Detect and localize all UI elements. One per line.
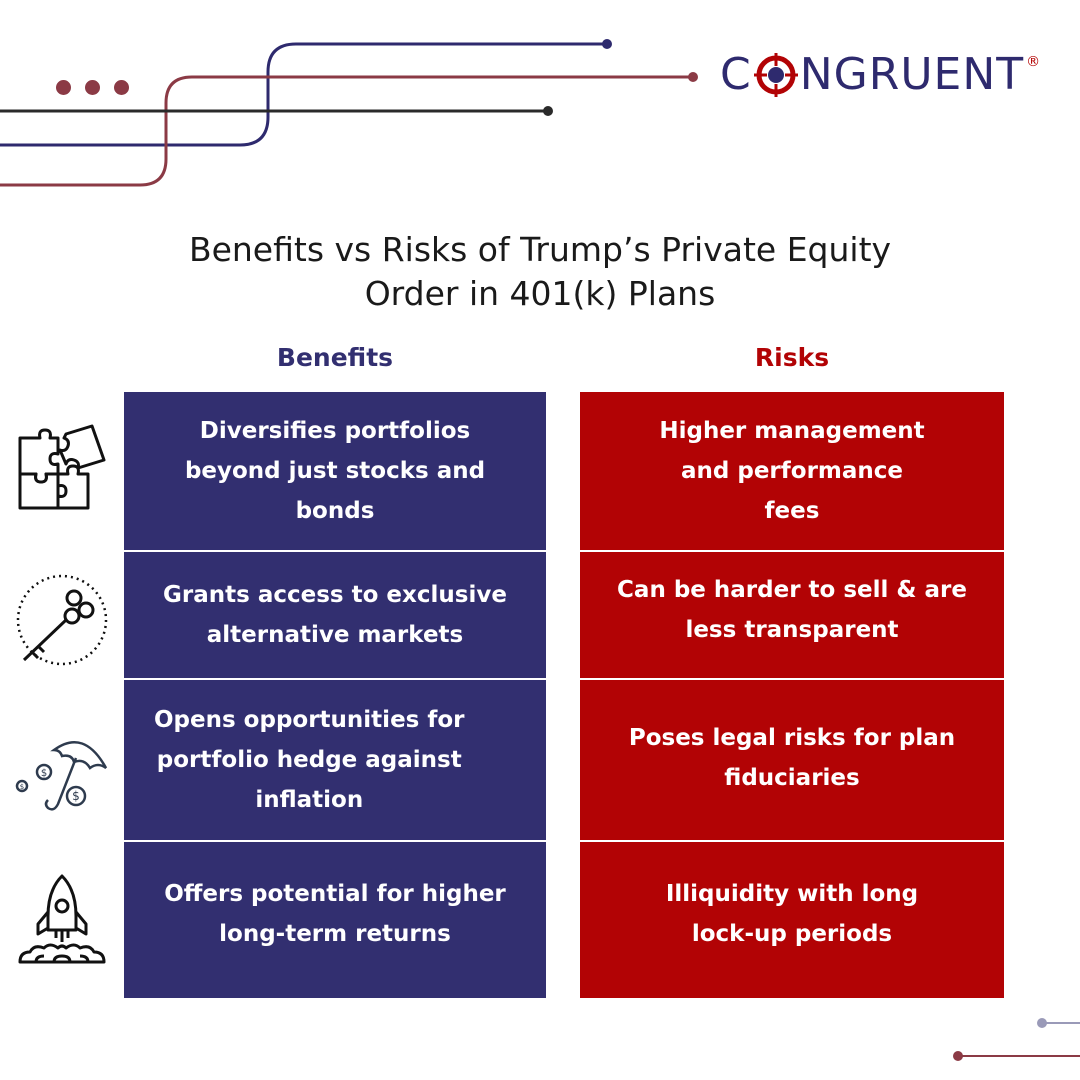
- svg-text:$: $: [41, 768, 47, 779]
- benefit-1-line-2: beyond just stocks and: [184, 458, 486, 484]
- risk-2-line-1: Can be harder to sell & are: [617, 577, 967, 603]
- registered-mark: ®: [1026, 54, 1041, 70]
- svg-text:$: $: [20, 783, 24, 791]
- benefit-3-line-1: Opens opportunities for: [154, 707, 465, 733]
- benefit-3-line-3: inflation: [255, 787, 364, 813]
- logo-text-end: NGRUENT: [799, 49, 1025, 100]
- row-divider: [580, 550, 1004, 552]
- risks-column: Higher management and performance fees C…: [580, 392, 1004, 998]
- risk-1-line-2: and performance: [680, 458, 903, 484]
- risk-3-line-2: fiduciaries: [724, 765, 860, 791]
- benefit-cell-1: Diversifies portfolios beyond just stock…: [124, 392, 546, 550]
- risk-1-line-1: Higher management: [659, 418, 925, 444]
- risks-heading: Risks: [754, 343, 830, 372]
- rocket-icon: [18, 874, 106, 964]
- benefit-2-line-1: Grants access to exclusive: [163, 582, 507, 608]
- umbrella-dollar-icon: $ $ $: [15, 740, 108, 811]
- benefit-3-line-2: portfolio hedge against: [156, 747, 462, 773]
- target-icon: [753, 53, 798, 97]
- benefit-cell-4: Offers potential for higher long-term re…: [124, 842, 546, 998]
- benefit-cell-3: Opens opportunities for portfolio hedge …: [124, 680, 546, 840]
- risk-cell-4: Illiquidity with long lock-up periods: [580, 842, 1004, 998]
- risk-2-line-2: less transparent: [685, 617, 899, 643]
- congruent-logo: C NGRUENT ®: [720, 52, 1040, 98]
- page-title: Benefits vs Risks of Trump’s Private Equ…: [0, 228, 1080, 316]
- risk-cell-3: Poses legal risks for plan fiduciaries: [580, 680, 1004, 840]
- row-divider: [124, 678, 546, 680]
- benefit-4-line-2: long-term returns: [219, 921, 451, 947]
- risk-3-line-1: Poses legal risks for plan: [628, 725, 956, 751]
- dot: [85, 80, 100, 95]
- risk-1-line-3: fees: [764, 498, 820, 524]
- row-divider: [580, 678, 1004, 680]
- risk-4-line-1: Illiquidity with long: [665, 881, 919, 907]
- row-divider: [580, 840, 1004, 842]
- benefits-column: Diversifies portfolios beyond just stock…: [124, 392, 546, 998]
- risk-4-line-2: lock-up periods: [691, 921, 893, 947]
- row-divider: [124, 840, 546, 842]
- benefit-cell-2: Grants access to exclusive alternative m…: [124, 552, 546, 678]
- title-line-1: Benefits vs Risks of Trump’s Private Equ…: [188, 230, 892, 269]
- logo-text-start: C: [720, 49, 752, 100]
- risk-cell-2: Can be harder to sell & are less transpa…: [580, 552, 1004, 678]
- benefits-heading: Benefits: [276, 343, 394, 372]
- benefit-4-line-1: Offers potential for higher: [164, 881, 506, 907]
- dot: [114, 80, 129, 95]
- svg-text:$: $: [72, 789, 80, 803]
- puzzle-icon: [18, 424, 106, 510]
- title-line-2: Order in 401(k) Plans: [364, 274, 716, 313]
- benefit-2-line-2: alternative markets: [206, 622, 464, 648]
- window-dots: [56, 80, 129, 95]
- key-icon: [16, 574, 108, 666]
- risk-cell-1: Higher management and performance fees: [580, 392, 1004, 550]
- benefit-1-line-1: Diversifies portfolios: [199, 418, 471, 444]
- row-divider: [124, 550, 546, 552]
- dot: [56, 80, 71, 95]
- benefit-1-line-3: bonds: [295, 498, 375, 524]
